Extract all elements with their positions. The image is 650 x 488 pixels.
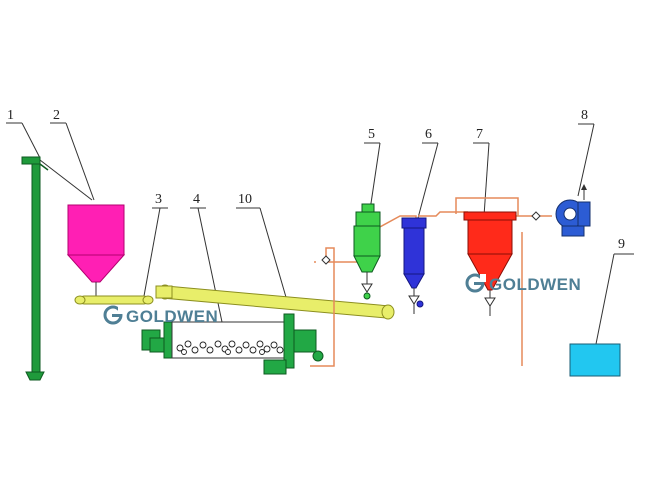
grinding-balls (176, 340, 284, 355)
label-8: 8 (581, 108, 588, 123)
label-2: 2 (53, 108, 60, 123)
ball-mill (141, 313, 324, 375)
feed-conveyor (74, 295, 154, 305)
pipe-valves (321, 211, 541, 265)
label-10: 10 (238, 192, 252, 207)
draft-fan (555, 184, 591, 237)
feed-hopper (66, 204, 126, 296)
bucket-elevator (21, 156, 49, 381)
label-1: 1 (7, 108, 14, 123)
label-9: 9 (618, 237, 625, 252)
label-7: 7 (476, 127, 483, 142)
watermark-left: GOLDWEN (103, 305, 218, 326)
leader-lines (6, 122, 634, 345)
watermark-right: GOLDWEN (465, 273, 581, 294)
inclined-conveyor (155, 284, 395, 320)
logo-icon (465, 273, 486, 293)
pulse-dust-collector (463, 211, 517, 316)
logo-icon (103, 305, 124, 325)
watermark-text-right: GOLDWEN (489, 275, 581, 294)
label-3: 3 (155, 192, 162, 207)
label-5: 5 (368, 127, 375, 142)
watermark-text-left: GOLDWEN (126, 307, 218, 326)
bag-filter (401, 217, 427, 314)
label-4: 4 (193, 192, 200, 207)
storage-tank (569, 343, 621, 377)
cyclone-classifier (353, 203, 381, 300)
label-6: 6 (425, 127, 432, 142)
equipment-numbers: 1 2 3 4 10 5 6 7 8 9 (7, 108, 625, 252)
